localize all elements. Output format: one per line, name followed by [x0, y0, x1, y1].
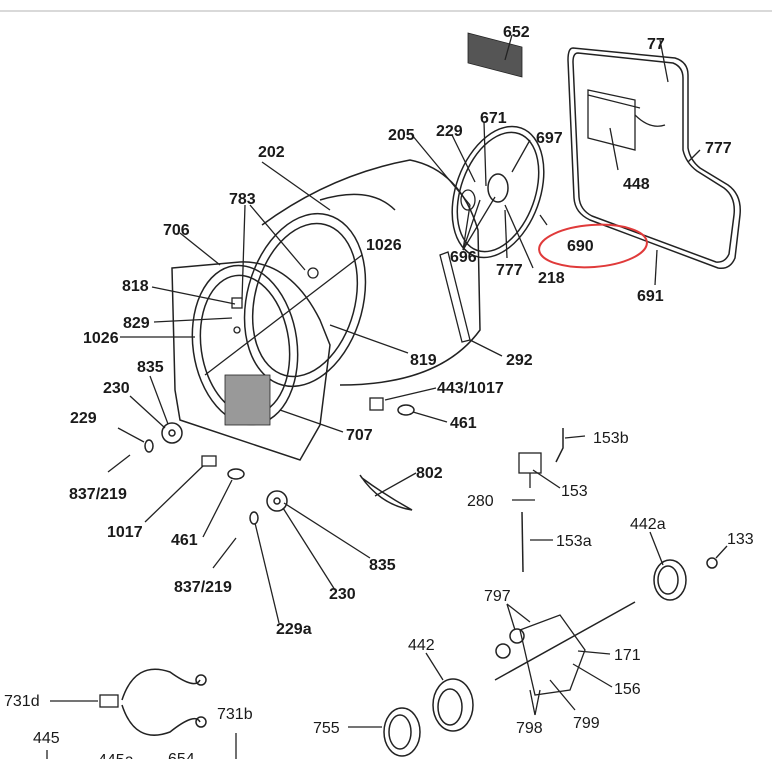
label-218: 218	[538, 270, 565, 287]
label-280: 280	[467, 493, 494, 510]
part-202-drum	[243, 159, 481, 388]
label-802: 802	[416, 465, 443, 482]
part-171-motor	[494, 601, 636, 696]
label-819: 819	[410, 352, 437, 369]
part-691-rear-panel	[567, 47, 741, 270]
part-652-mesh	[467, 32, 523, 78]
part-229-washer	[144, 439, 154, 453]
part-443-plug	[369, 397, 384, 411]
label-205: 205	[388, 127, 415, 144]
label-818: 818	[122, 278, 149, 295]
label-229a: 229a	[276, 621, 312, 638]
page-top-border	[0, 0, 772, 12]
part-442a-gear	[653, 559, 687, 601]
label-153: 153	[561, 483, 588, 500]
label-445a: 445a	[98, 752, 134, 759]
label-202: 202	[258, 144, 285, 161]
label-799: 799	[573, 715, 600, 732]
part-229a-washer	[249, 511, 259, 525]
label-77: 77	[647, 36, 665, 53]
label-731d: 731d	[4, 693, 40, 710]
part-461b-seal	[397, 404, 415, 416]
label-445: 445	[33, 730, 60, 747]
label-798: 798	[516, 720, 543, 737]
part-153-switch	[518, 428, 564, 488]
label-777-plate: 777	[496, 262, 523, 279]
label-783: 783	[229, 191, 256, 208]
label-1017: 1017	[107, 524, 143, 541]
label-1026-left: 1026	[83, 330, 119, 347]
label-690: 690	[567, 238, 594, 255]
label-697: 697	[536, 130, 563, 147]
label-837-219-left: 837/219	[69, 486, 127, 503]
highlight-ellipse	[538, 223, 648, 269]
label-835-right: 835	[369, 557, 396, 574]
label-706: 706	[163, 222, 190, 239]
part-731-clip	[99, 668, 207, 736]
label-696: 696	[450, 249, 477, 266]
label-156: 156	[614, 681, 641, 698]
label-442a: 442a	[630, 516, 666, 533]
label-153b: 153b	[593, 430, 629, 447]
label-671: 671	[480, 110, 507, 127]
label-829: 829	[123, 315, 150, 332]
label-1026-top: 1026	[366, 237, 402, 254]
label-133: 133	[727, 531, 754, 548]
label-731b: 731b	[217, 706, 253, 723]
part-461-seal	[227, 468, 245, 480]
part-802-vane	[359, 474, 413, 511]
label-442: 442	[408, 637, 435, 654]
label-691: 691	[637, 288, 664, 305]
label-292: 292	[506, 352, 533, 369]
label-652: 652	[503, 24, 530, 41]
part-706-front-bulkhead	[171, 261, 331, 461]
part-442-gear	[432, 678, 474, 732]
label-229-rear: 229	[436, 123, 463, 140]
label-835-left: 835	[137, 359, 164, 376]
label-797: 797	[484, 588, 511, 605]
part-1017-plug	[201, 455, 217, 467]
label-461-left: 461	[171, 532, 198, 549]
part-755-ring	[383, 707, 421, 757]
label-777-panel: 777	[705, 140, 732, 157]
label-707: 707	[346, 427, 373, 444]
part-835-230-bearing	[161, 422, 183, 444]
label-171: 171	[614, 647, 641, 664]
part-133-clip	[706, 557, 718, 569]
label-461-right: 461	[450, 415, 477, 432]
part-835-230b-bearing	[266, 490, 288, 512]
label-153a: 153a	[556, 533, 592, 550]
part-448-heater	[587, 89, 666, 151]
part-697-bearing-plate	[451, 125, 545, 259]
label-448: 448	[623, 176, 650, 193]
label-229-left: 229	[70, 410, 97, 427]
label-755: 755	[313, 720, 340, 737]
label-230-left: 230	[103, 380, 130, 397]
label-443-1017: 443/1017	[437, 380, 504, 397]
part-153a-rod	[521, 511, 524, 573]
label-654: 654	[168, 751, 195, 759]
label-837-219-right: 837/219	[174, 579, 232, 596]
label-230-right: 230	[329, 586, 356, 603]
